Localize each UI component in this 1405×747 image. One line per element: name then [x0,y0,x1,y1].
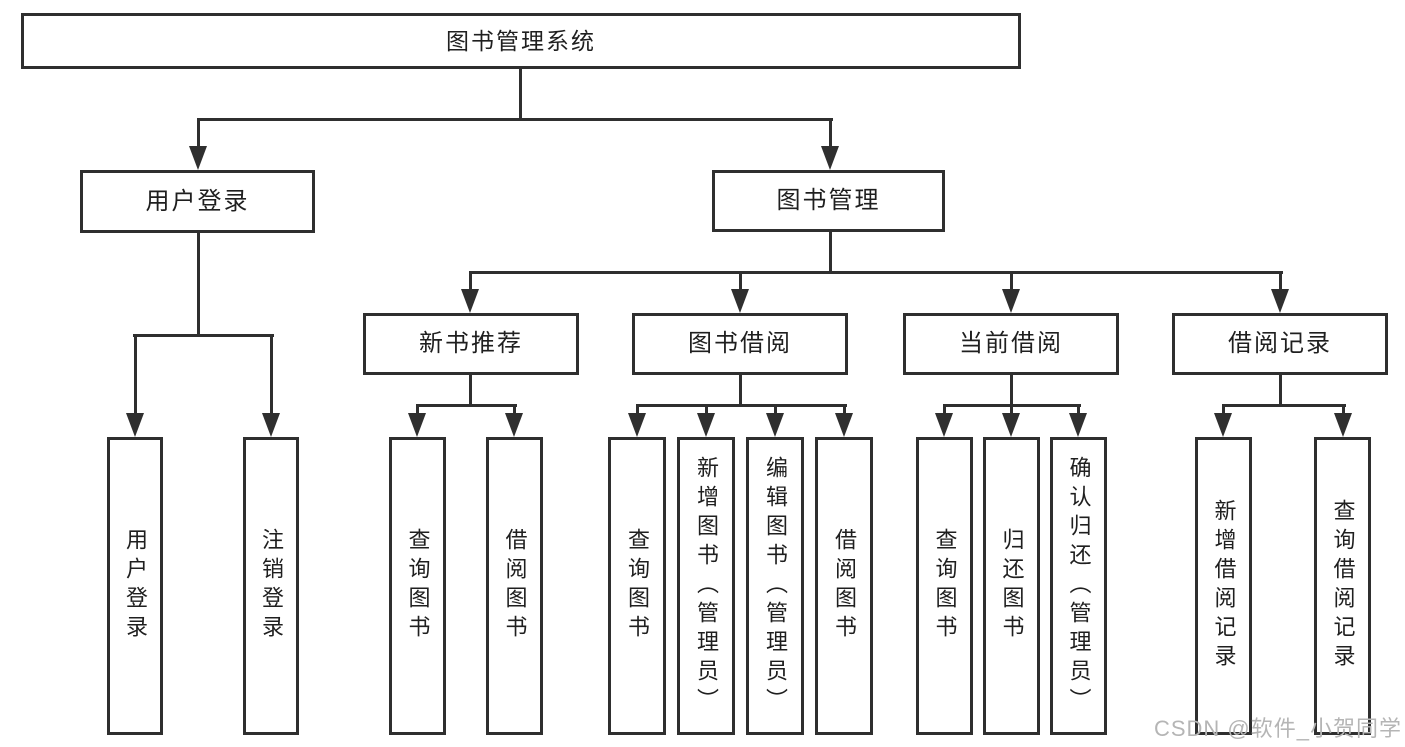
connector-vline [469,271,472,291]
node-book-management-label: 图书管理 [776,187,881,214]
node-new-book-recommend-label: 新书推荐 [419,330,523,357]
node-book-management-system: 图书管理系统 [21,13,1021,69]
arrowhead-down-icon [1271,289,1289,313]
connector-vline [134,334,137,415]
leaf-user-login-label: 用户登录 [123,528,148,644]
arrowhead-down-icon [262,413,280,437]
arrowhead-down-icon [821,146,839,170]
arrowhead-down-icon [766,413,784,437]
connector-vline [636,404,639,415]
node-book-borrowing: 图书借阅 [632,313,848,375]
arrowhead-down-icon [1214,413,1232,437]
leaf-query-books-borrowing-label: 查询图书 [625,528,650,644]
leaf-borrow-books-recommend: 借阅图书 [486,437,543,735]
connector-vline [739,375,742,407]
connector-vline [774,404,777,415]
leaf-add-book-admin-label: 新增图书（管理员） [694,455,719,717]
node-book-management: 图书管理 [712,170,945,232]
arrowhead-down-icon [461,289,479,313]
leaf-confirm-return-admin: 确认归还（管理员） [1050,437,1107,735]
leaf-edit-book-admin: 编辑图书（管理员） [746,437,804,735]
leaf-query-books-borrowing: 查询图书 [608,437,666,735]
leaf-logout: 注销登录 [243,437,299,735]
leaf-add-book-admin: 新增图书（管理员） [677,437,735,735]
connector-vline [197,118,200,148]
connector-vline [1077,404,1080,415]
node-user-login-label: 用户登录 [145,187,250,215]
arrowhead-down-icon [1069,413,1087,437]
arrowhead-down-icon [935,413,953,437]
connector-vline [943,404,946,415]
leaf-query-books-current-label: 查询图书 [932,528,958,644]
leaf-return-book: 归还图书 [983,437,1040,735]
connector-hline [133,334,274,337]
connector-hline [636,404,847,407]
node-book-management-system-label: 图书管理系统 [446,27,596,54]
leaf-query-borrow-record-label: 查询借阅记录 [1330,499,1356,673]
connector-vline [1279,271,1282,291]
connector-vline [1010,271,1013,291]
connector-vline [270,334,273,415]
connector-vline [829,232,832,274]
leaf-add-borrow-record: 新增借阅记录 [1195,437,1252,735]
connector-vline [519,69,522,120]
node-borrowing-records: 借阅记录 [1172,313,1388,375]
arrowhead-down-icon [697,413,715,437]
connector-hline [1222,404,1346,407]
connector-vline [829,118,832,148]
arrowhead-down-icon [1334,413,1352,437]
node-current-borrowing-label: 当前借阅 [959,330,1063,357]
connector-hline [416,404,517,407]
connector-vline [705,404,708,415]
leaf-query-books-recommend-label: 查询图书 [405,528,431,644]
leaf-edit-book-admin-label: 编辑图书（管理员） [763,455,788,717]
connector-vline [1279,375,1282,407]
arrowhead-down-icon [731,289,749,313]
arrowhead-down-icon [1002,289,1020,313]
leaf-return-book-label: 归还图书 [999,528,1025,644]
leaf-query-books-recommend: 查询图书 [389,437,446,735]
connector-vline [1010,375,1013,407]
connector-vline [416,404,419,415]
connector-vline [197,233,200,336]
leaf-add-borrow-record-label: 新增借阅记录 [1211,499,1237,673]
node-new-book-recommend: 新书推荐 [363,313,579,375]
node-borrowing-records-label: 借阅记录 [1228,330,1332,357]
node-user-login: 用户登录 [80,170,315,233]
node-book-borrowing-label: 图书借阅 [688,330,792,357]
arrowhead-down-icon [126,413,144,437]
leaf-query-borrow-record: 查询借阅记录 [1314,437,1371,735]
arrowhead-down-icon [505,413,523,437]
watermark: CSDN @软件_小贺同学 [1153,716,1402,741]
leaf-logout-label: 注销登录 [259,528,284,644]
connector-vline [513,404,516,415]
arrowhead-down-icon [408,413,426,437]
leaf-borrow-books-recommend-label: 借阅图书 [502,528,528,644]
leaf-borrow-books-borrowing-label: 借阅图书 [832,528,857,644]
arrowhead-down-icon [1002,413,1020,437]
arrowhead-down-icon [835,413,853,437]
connector-vline [843,404,846,415]
arrowhead-down-icon [189,146,207,170]
node-current-borrowing: 当前借阅 [903,313,1119,375]
arrowhead-down-icon [628,413,646,437]
leaf-query-books-current: 查询图书 [916,437,973,735]
connector-vline [469,375,472,407]
connector-vline [1222,404,1225,415]
connector-vline [739,271,742,291]
leaf-borrow-books-borrowing: 借阅图书 [815,437,873,735]
leaf-confirm-return-admin-label: 确认归还（管理员） [1066,455,1092,717]
connector-hline [197,118,833,121]
leaf-user-login: 用户登录 [107,437,163,735]
connector-vline [1342,404,1345,415]
connector-vline [1010,404,1013,415]
connector-hline [469,271,1283,274]
